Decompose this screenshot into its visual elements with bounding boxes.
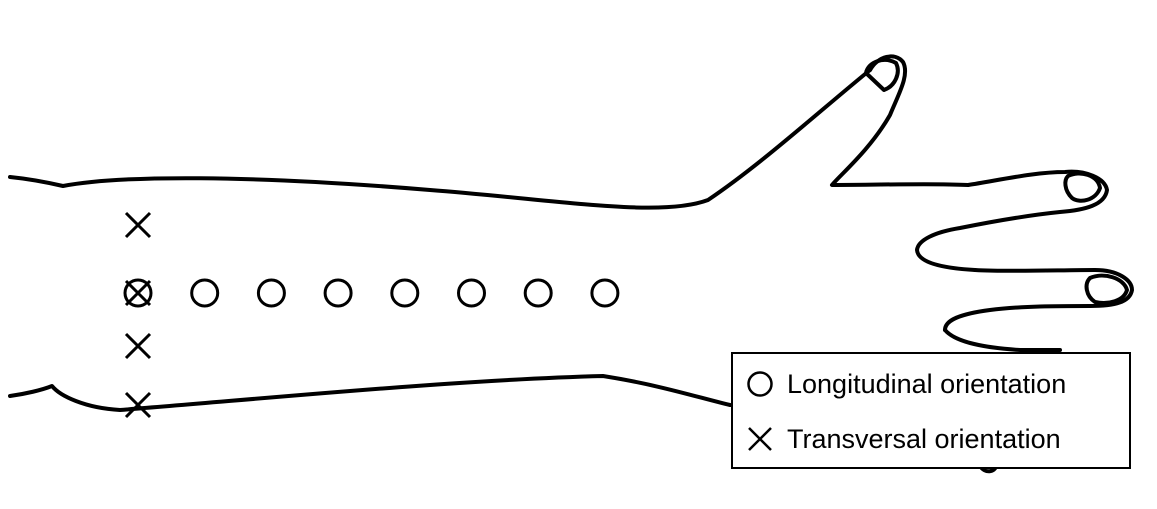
legend-item-longitudinal: Longitudinal orientation <box>745 364 1066 404</box>
circle-icon <box>747 371 773 397</box>
ring-finger-outline <box>943 328 1062 352</box>
longitudinal-marker <box>590 278 620 308</box>
index-finger-outline <box>915 169 1109 272</box>
longitudinal-marker <box>123 278 153 308</box>
longitudinal-marker <box>523 278 553 308</box>
cross-icon <box>748 427 772 451</box>
middle-finger-outline <box>943 268 1134 332</box>
arm-outline-upper <box>8 68 872 210</box>
legend-item-transversal: Transversal orientation <box>745 419 1061 459</box>
transversal-marker <box>124 279 152 307</box>
longitudinal-marker <box>190 278 220 308</box>
middle-finger-nail <box>1084 273 1129 305</box>
legend-label-transversal: Transversal orientation <box>787 423 1061 454</box>
transversal-marker <box>124 332 152 360</box>
arm-outline-lower <box>8 374 732 412</box>
longitudinal-marker <box>256 278 286 308</box>
legend: Longitudinal orientation Transversal ori… <box>731 352 1131 469</box>
thumb-outline <box>830 54 970 187</box>
longitudinal-marker <box>323 278 353 308</box>
transversal-marker <box>124 211 152 239</box>
longitudinal-marker <box>390 278 420 308</box>
longitudinal-marker <box>457 278 486 308</box>
transversal-marker <box>124 391 152 419</box>
index-finger-nail <box>1063 171 1102 203</box>
legend-label-longitudinal: Longitudinal orientation <box>787 368 1067 399</box>
thumb-nail <box>864 58 900 92</box>
